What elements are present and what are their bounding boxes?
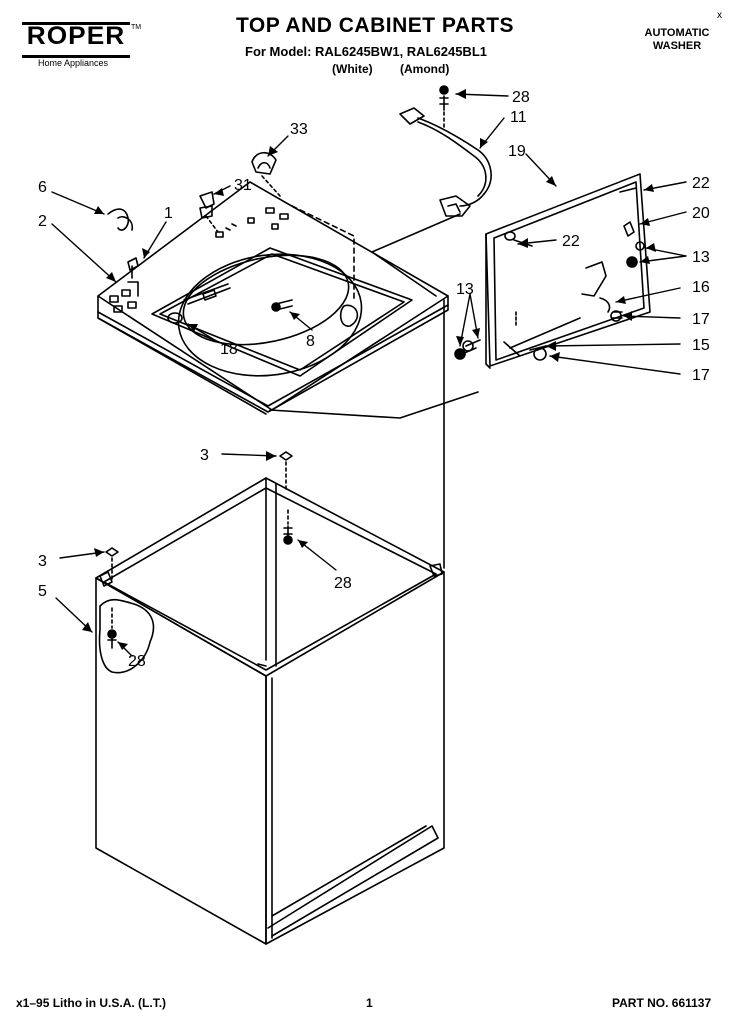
hinge-parts [107,208,139,297]
callout-3-lower: 3 [38,553,47,570]
callout-20: 20 [692,205,710,222]
callout-33: 33 [290,121,308,138]
callout-15: 15 [692,337,710,354]
callout-28-mid: 28 [334,575,352,592]
roper-logo: ROPER [26,22,126,50]
console-frame [485,173,651,369]
callout-31: 31 [234,177,252,194]
callout-6: 6 [38,179,47,196]
white-label: (White) [332,62,373,76]
footer-page-number: 1 [366,996,373,1010]
callout-22-upper: 22 [692,175,710,192]
screw-28-top [439,85,449,129]
callout-16: 16 [692,279,710,296]
part-31 [199,191,219,233]
callout-28-low: 28 [128,653,146,670]
model-line: For Model: RAL6245BW1, RAL6245BL1 [245,44,487,59]
screws-13 [454,339,481,360]
washer-top [97,181,449,415]
arrowheads [82,89,656,650]
cabinet [95,477,445,945]
callout-13-left: 13 [456,281,474,298]
page-title: TOP AND CABINET PARTS [235,14,515,37]
wire-harness [371,107,492,297]
alignment-line-console [269,391,479,419]
corner-mark: x [717,10,722,21]
logo-subtitle: Home Appliances [38,58,109,68]
callout-5: 5 [38,583,47,600]
almond-label: (Amond) [400,62,450,76]
callout-18: 18 [220,341,238,358]
callout-17-lower: 17 [692,367,710,384]
callout-11: 11 [510,109,527,126]
product-type-line1: AUTOMATIC [644,27,710,39]
footer-printed: x1–95 Litho in U.S.A. (L.T.) [16,996,167,1010]
console-side-parts [529,187,645,361]
callout-8: 8 [306,333,315,350]
callout-2: 2 [38,213,47,230]
callout-17-upper: 17 [692,311,710,328]
callout-22-lower: 22 [562,233,580,250]
product-type-line2: WASHER [652,40,702,52]
footer-part-number: PART NO. 661137 [612,996,712,1010]
cabinet-screws [105,451,293,649]
callout-3-upper: 3 [200,447,209,464]
roper-logo-box [22,22,130,58]
callout-28-top: 28 [512,89,530,106]
logo-trademark: TM [131,24,142,31]
callout-13-right: 13 [692,249,710,266]
callout-19: 19 [508,143,526,160]
callout-labels: 6 1 2 33 31 28 11 19 22 20 22 13 16 17 1… [38,89,710,670]
callout-1: 1 [164,205,173,222]
